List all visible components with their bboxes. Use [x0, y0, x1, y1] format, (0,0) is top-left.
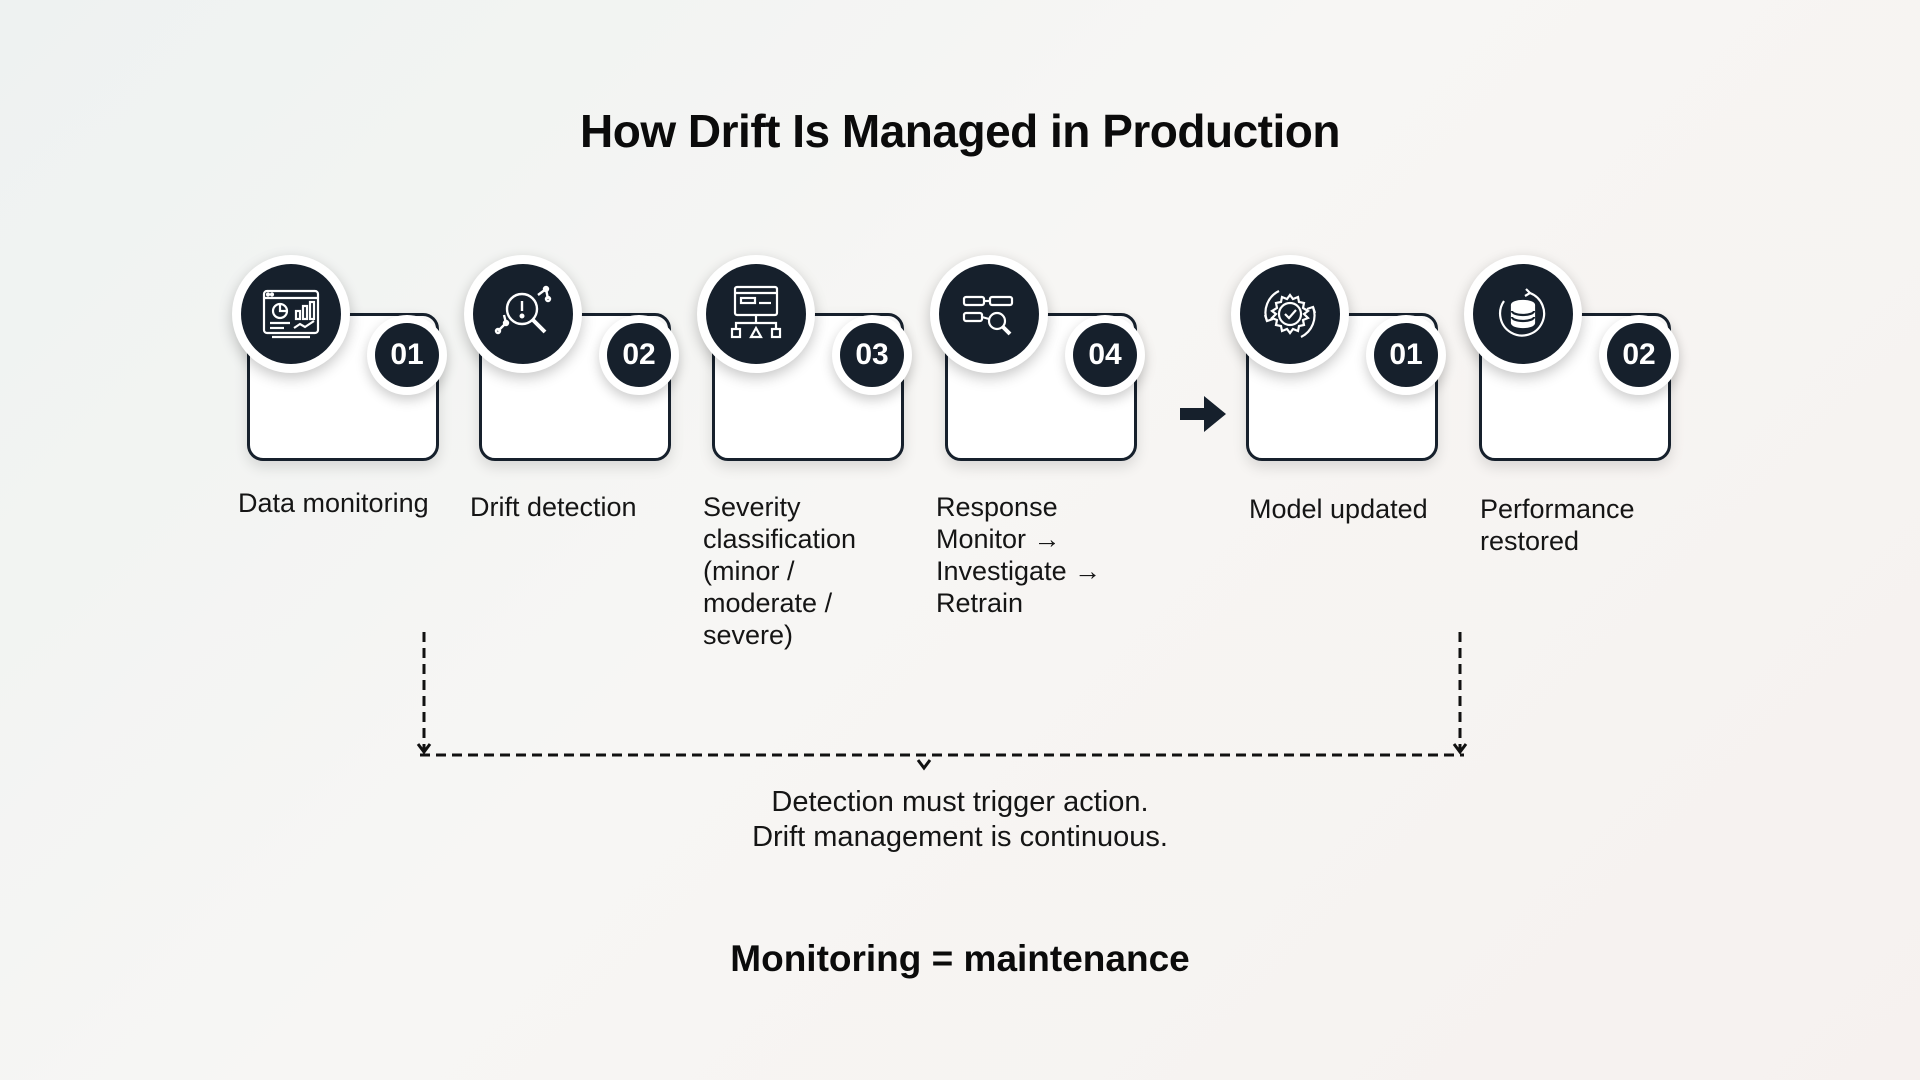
- page-title: How Drift Is Managed in Production: [580, 105, 1340, 157]
- magnify-alert-icon: [494, 285, 552, 335]
- step-label: Model updated: [1249, 494, 1428, 524]
- step-label: Severity classification (minor / moderat…: [703, 492, 857, 650]
- step-label: Response Monitor → Investigate → Retrain: [936, 492, 1102, 618]
- note-line-1: Detection must trigger action.: [771, 786, 1149, 818]
- note-line-2: Drift management is continuous.: [752, 821, 1168, 853]
- step-model-updated: 01 Model updated: [1231, 255, 1451, 585]
- step-label: Performance restored: [1480, 494, 1635, 556]
- step-number-badge: 01: [1366, 315, 1446, 395]
- step-label: Data monitoring: [238, 488, 429, 518]
- step-icon-badge: [697, 255, 815, 373]
- step-number-badge: 04: [1065, 315, 1145, 395]
- step-severity-classification: 03 Severity classification (minor / mode…: [697, 255, 917, 650]
- arrow-right-icon: [1180, 396, 1226, 432]
- gear-sync-icon: [1263, 290, 1317, 338]
- step-icon-badge: [930, 255, 1048, 373]
- step-icon-badge: [232, 255, 350, 373]
- step-label: Drift detection: [470, 492, 637, 522]
- step-icon-badge: [464, 255, 582, 373]
- database-icon: [1499, 288, 1546, 337]
- search-process-icon: [962, 295, 1014, 336]
- tagline: Monitoring = maintenance: [730, 938, 1190, 979]
- step-response: 04 Response Monitor → Investigate → Retr…: [930, 255, 1150, 618]
- step-number-badge: 02: [599, 315, 679, 395]
- step-icon-badge: [1231, 255, 1349, 373]
- step-data-monitoring: 01 Data monitoring: [232, 255, 452, 585]
- hierarchy-icon: [730, 285, 782, 339]
- step-number-badge: 02: [1599, 315, 1679, 395]
- step-performance-restored: 02 Performance restored: [1464, 255, 1684, 585]
- step-drift-detection: 02 Drift detection: [464, 255, 684, 585]
- step-icon-badge: [1464, 255, 1582, 373]
- dashboard-icon: [262, 289, 320, 339]
- step-number-badge: 03: [832, 315, 912, 395]
- step-number-badge: 01: [367, 315, 447, 395]
